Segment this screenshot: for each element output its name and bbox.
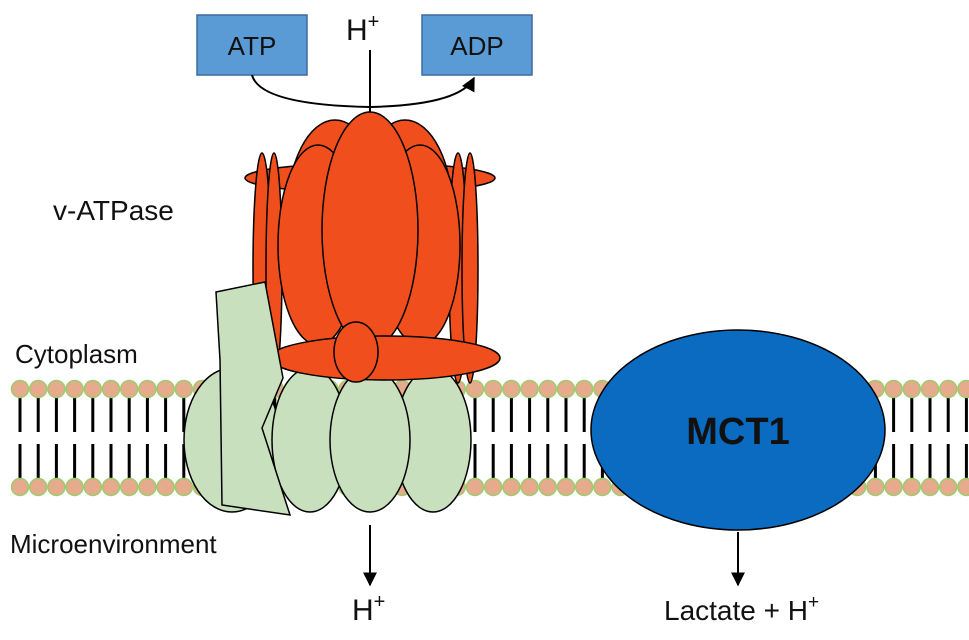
lipid-head <box>48 381 65 398</box>
lipid-head <box>467 479 484 496</box>
central-stalk <box>334 322 378 382</box>
lipid-head <box>922 479 939 496</box>
mct1-label: MCT1 <box>686 411 789 453</box>
lipid-head <box>121 479 138 496</box>
lipid-head <box>485 479 502 496</box>
lipid-head <box>12 381 29 398</box>
lipid-head <box>48 479 65 496</box>
lipid-head <box>539 381 556 398</box>
proton-bottom-label: H+ <box>352 591 385 627</box>
lipid-head <box>121 381 138 398</box>
lipid-head <box>157 381 174 398</box>
lipid-head <box>175 479 192 496</box>
lipid-head <box>940 479 957 496</box>
lipid-head <box>103 479 120 496</box>
headpiece-center <box>322 112 418 348</box>
lipid-head <box>139 381 156 398</box>
lipid-head <box>958 381 969 398</box>
lipid-head <box>958 479 969 496</box>
lipid-head <box>175 381 192 398</box>
lipid-head <box>521 479 538 496</box>
adp-label: ADP <box>450 31 503 61</box>
lipid-head <box>903 381 920 398</box>
lipid-head <box>539 479 556 496</box>
lipid-head <box>558 479 575 496</box>
lipid-head <box>885 479 902 496</box>
atp-label: ATP <box>228 31 277 61</box>
lipid-head <box>576 479 593 496</box>
lipid-head <box>30 479 47 496</box>
lipid-head <box>594 479 611 496</box>
lipid-head <box>885 381 902 398</box>
lipid-head <box>903 479 920 496</box>
cytoplasm-label: Cytoplasm <box>15 339 138 369</box>
lipid-head <box>103 381 120 398</box>
lipid-head <box>30 381 47 398</box>
lipid-head <box>66 479 83 496</box>
lipid-head <box>922 381 939 398</box>
atp-to-adp-arrow <box>252 75 474 107</box>
lipid-head <box>503 479 520 496</box>
v1-domain <box>245 112 500 383</box>
lipid-head <box>940 381 957 398</box>
lipid-head <box>485 381 502 398</box>
v-atpase-label: v-ATPase <box>53 195 174 226</box>
c-subunit-2 <box>330 368 410 512</box>
lipid-head <box>84 381 101 398</box>
lipid-head <box>576 381 593 398</box>
lipid-head <box>139 479 156 496</box>
lactate-proton-label: Lactate + H+ <box>664 592 819 626</box>
lower-stalk-bar <box>270 336 500 380</box>
lipid-head <box>84 479 101 496</box>
lipid-head <box>503 381 520 398</box>
lipid-head <box>521 381 538 398</box>
lipid-head <box>157 479 174 496</box>
microenvironment-label: Microenvironment <box>10 529 217 559</box>
lipid-head <box>867 479 884 496</box>
lipid-head <box>66 381 83 398</box>
proton-top-label: H+ <box>346 11 379 47</box>
lipid-head <box>558 381 575 398</box>
lipid-head <box>12 479 29 496</box>
